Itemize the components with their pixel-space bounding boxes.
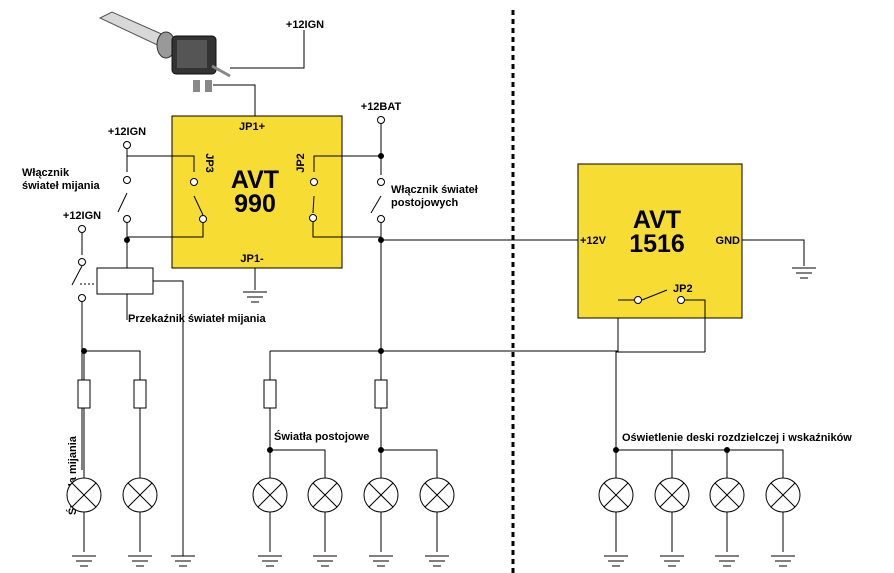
avt990-jp3: JP3 [203,153,215,173]
parking-switch-label-2: postojowych [391,197,459,209]
lamp-icon [307,477,343,513]
toggle-switch-icon [98,11,231,92]
lamp-icon [419,477,455,513]
avt1516-title-line1: AVT [633,206,681,234]
lamp-icon [765,477,801,513]
avt1516-gnd: GND [716,235,741,247]
ground-icon-right [792,267,816,279]
low-beam-switch-label-1: Włącznik [22,167,70,179]
avt990-jp2: JP2 [295,153,307,173]
ground-icon [258,555,282,567]
ground-icon [243,291,267,303]
lamp-icon [654,477,690,513]
avt1516-jp2: JP2 [673,283,693,295]
parking-lights-label: Światła postojowe [274,430,369,443]
lamp-icon [363,477,399,513]
ground-icon [171,555,195,567]
ground-icon [771,555,795,567]
avt990-jp1-minus: JP1- [240,253,264,265]
avt990-title-line2: 990 [234,190,276,218]
ground-icon [128,555,152,567]
avt1516-plus12v: +12V [580,235,607,247]
ground-icon [72,555,96,567]
lamp-icon [252,477,288,513]
lamp-icon [122,477,158,513]
supply-ign-top: +12IGN [286,19,324,31]
ground-icon [715,555,739,567]
low-beam-switch-label-2: świateł mijania [22,180,101,192]
supply-ign-left1: +12IGN [108,126,146,138]
avt990-jp1-plus: JP1+ [239,121,265,133]
ground-icon [369,555,393,567]
relay-coil [96,267,154,295]
ground-icon [313,555,337,567]
ground-icon [660,555,684,567]
parking-switch-label-1: Włącznik świateł [391,184,478,196]
lamp-icon [66,477,102,513]
lamp-icon [598,477,634,513]
avt1516-title-line2: 1516 [629,230,685,258]
ground-icon [425,555,449,567]
avt990-module [171,115,343,269]
lamp-icon [709,477,745,513]
supply-bat: +12BAT [361,101,402,113]
supply-ign-left2: +12IGN [63,210,101,222]
avt990-title-line1: AVT [231,166,279,194]
relay-label: Przekaźnik świateł mijania [128,313,266,325]
dashboard-lights-label: Oświetlenie deski rozdzielczej i wskaźni… [622,432,852,444]
ground-icon [604,555,628,567]
